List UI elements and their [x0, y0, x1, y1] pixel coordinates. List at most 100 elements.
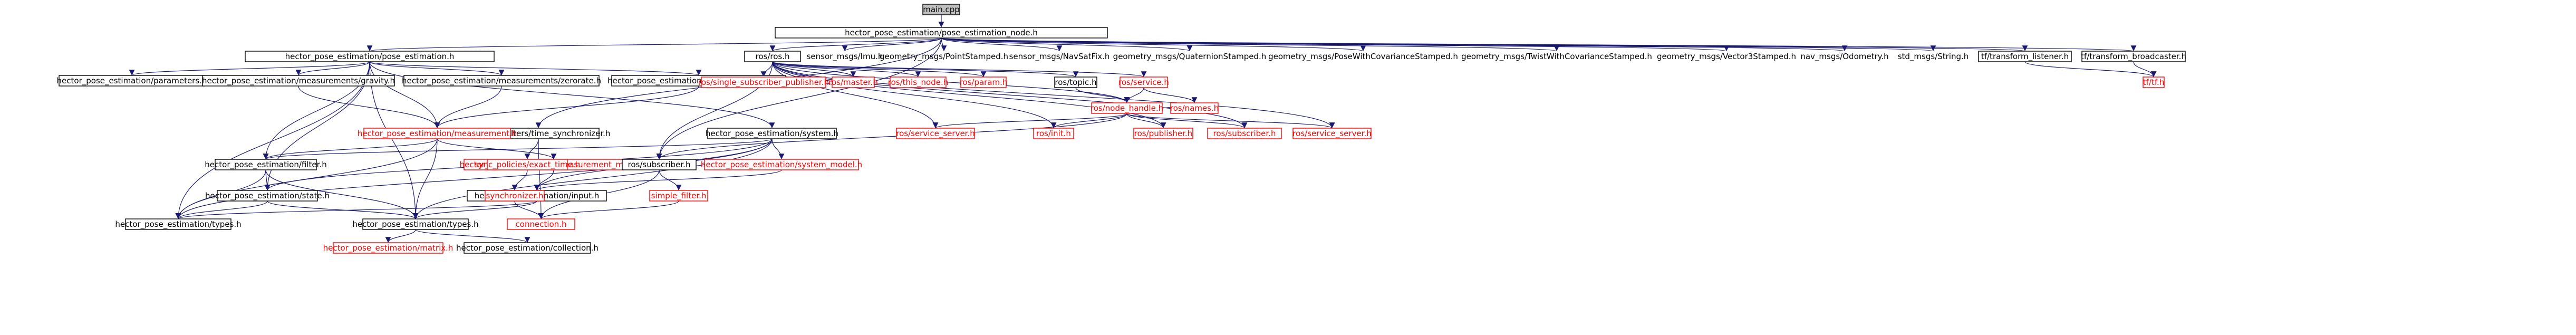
- node-main[interactable]: main.cpp: [922, 4, 960, 15]
- edge-system-to-sysmodel: [771, 138, 785, 160]
- edge-pe-to-typesA: [175, 61, 370, 219]
- node-publisher[interactable]: ros/publisher.h: [1133, 128, 1193, 139]
- node-box: [487, 159, 568, 170]
- node-nodehandle[interactable]: ros/node_handle.h: [1091, 102, 1163, 114]
- node-node[interactable]: hector_pose_estimation/pose_estimation_n…: [775, 27, 1108, 39]
- node-string[interactable]: std_msgs/String.h: [1896, 51, 1970, 62]
- node-system[interactable]: hector_pose_estimation/system.h: [706, 128, 838, 139]
- node-twistcov[interactable]: geometry_msgs/TwistWithCovarianceStamped…: [1461, 51, 1652, 62]
- node-initH[interactable]: ros/init.h: [1033, 128, 1074, 139]
- edge-nodehandle-to-subscriberB: [1126, 113, 1248, 129]
- node-vec3[interactable]: geometry_msgs/Vector3Stamped.h: [1657, 51, 1796, 62]
- node-state[interactable]: hector_pose_estimation/state.h: [205, 190, 330, 202]
- edge-tflist-to-tfh: [2024, 61, 2157, 78]
- node-thisnode[interactable]: ros/this_node.h: [888, 76, 948, 88]
- node-label: sensor_msgs/NavSatFix.h: [1009, 52, 1110, 62]
- node-filter[interactable]: hector_pose_estimation/filter.h: [205, 159, 327, 170]
- node-label: hector_pose_estimation/measurement.h: [358, 129, 517, 139]
- node-box: [363, 128, 511, 139]
- node-tflist[interactable]: tf/transform_listener.h: [1978, 51, 2072, 62]
- node-tfh[interactable]: tf/tf.h: [2143, 76, 2165, 88]
- node-box: [464, 242, 591, 254]
- edge-rosh-to-param: [772, 61, 987, 78]
- edge-pe-to-rate: [369, 61, 701, 76]
- node-box: [1133, 128, 1193, 139]
- node-pointst[interactable]: geometry_msgs/PointStamped.h: [880, 51, 1008, 62]
- edge-gravity-to-meas: [298, 85, 440, 129]
- node-pe[interactable]: hector_pose_estimation/pose_estimation.h: [245, 51, 495, 62]
- node-quat[interactable]: geometry_msgs/QuaternionStamped.h: [1113, 51, 1267, 62]
- node-label: ros/publisher.h: [1134, 129, 1192, 138]
- node-tfbr[interactable]: tf/transform_broadcaster.h: [2081, 51, 2186, 62]
- node-odom[interactable]: nav_msgs/Odometry.h: [1800, 51, 1888, 62]
- file-nodes: main.cpp hector_pose_estimation/pose_esti…: [57, 4, 2186, 254]
- edge-pe-to-gravity: [295, 61, 370, 76]
- node-label: geometry_msgs/QuaternionStamped.h: [1113, 52, 1267, 62]
- node-connection[interactable]: connection.h: [507, 218, 575, 230]
- edge-system-to-typesB: [412, 138, 773, 219]
- edge-service-to-nodehandle: [1124, 87, 1144, 103]
- edge-nodehandle-to-subscriberA: [656, 113, 1127, 160]
- edge-rosh-to-servserver2: [772, 61, 1335, 129]
- edge-tfbr-to-tfh: [2133, 61, 2157, 78]
- node-subscriberB[interactable]: ros/subscriber.h: [1207, 128, 1282, 139]
- node-param[interactable]: ros/param.h: [960, 76, 1008, 88]
- edge-meas-to-measmodel: [437, 138, 557, 160]
- node-label: nav_msgs/Odometry.h: [1800, 52, 1888, 62]
- node-collection[interactable]: hector_pose_estimation/collection.h: [456, 242, 599, 254]
- edge-system-to-filter: [263, 138, 773, 160]
- edge-state-to-typesB: [267, 200, 419, 219]
- node-names[interactable]: ros/names.h: [1170, 102, 1219, 114]
- node-box: [217, 190, 318, 202]
- edge-rosh-to-initH: [772, 61, 1057, 129]
- node-rosh[interactable]: ros/ros.h: [744, 51, 801, 62]
- node-synchronizer[interactable]: synchronizer.h: [485, 190, 545, 202]
- node-servserver[interactable]: ros/service_server.h: [896, 128, 975, 139]
- edge-node-to-tfbr: [941, 37, 2136, 52]
- node-navsat[interactable]: sensor_msgs/NavSatFix.h: [1009, 51, 1110, 62]
- node-servserver2[interactable]: ros/service_server.h: [1292, 128, 1372, 139]
- node-label: geometry_msgs/PointStamped.h: [880, 52, 1008, 62]
- node-label: tf/transform_listener.h: [1981, 52, 2069, 62]
- node-label: ros/subscriber.h: [1213, 129, 1276, 138]
- node-meas[interactable]: hector_pose_estimation/measurement.h: [358, 128, 517, 139]
- node-topic[interactable]: ros/topic.h: [1054, 76, 1097, 88]
- node-label: hector_pose_estimation/pose_estimation.h: [285, 52, 455, 62]
- node-params[interactable]: hector_pose_estimation/parameters.h: [57, 75, 207, 87]
- edge-rosh-to-master: [772, 61, 856, 78]
- node-zerorate[interactable]: hector_pose_estimation/measurements/zero…: [402, 75, 601, 87]
- node-box: [622, 159, 697, 170]
- node-master[interactable]: ros/master.h: [828, 76, 878, 88]
- edge-synchronizer-to-connection: [514, 200, 544, 219]
- node-label: hector_pose_estimation/pose_estimation_n…: [845, 28, 1038, 38]
- node-exacttime[interactable]: sync_policies/exact_time.h: [475, 159, 580, 170]
- dependency-edges: [129, 15, 2157, 243]
- node-label: hector_pose_estimation/system.h: [706, 129, 838, 139]
- edge-pe-to-zerorate: [369, 61, 505, 76]
- node-label: sync_policies/exact_time.h: [475, 160, 580, 170]
- node-typesB[interactable]: hector_pose_estimation/types.h: [352, 218, 479, 230]
- node-posecov[interactable]: geometry_msgs/PoseWithCovarianceStamped.…: [1268, 51, 1458, 62]
- node-subscriberA[interactable]: ros/subscriber.h: [622, 159, 697, 170]
- node-box: [245, 51, 495, 62]
- node-box: [707, 128, 837, 139]
- node-sysmodel[interactable]: hector_pose_estimation/system_model.h: [701, 159, 862, 170]
- node-service[interactable]: ros/service.h: [1118, 76, 1169, 88]
- node-singlepub[interactable]: ros/single_subscriber_publisher.h: [698, 76, 829, 88]
- node-box: [832, 76, 875, 88]
- edge-typesB-to-collection: [415, 229, 530, 243]
- node-simplefilter[interactable]: simple_filter.h: [649, 190, 708, 202]
- node-box: [649, 190, 708, 202]
- node-box: [744, 51, 801, 62]
- node-label: geometry_msgs/Vector3Stamped.h: [1657, 52, 1796, 62]
- edge-node-to-twistcov: [941, 37, 1559, 52]
- node-typesA[interactable]: hector_pose_estimation/types.h: [115, 218, 242, 230]
- edge-rosh-to-topic: [772, 61, 1078, 78]
- node-label: hector_pose_estimation/state.h: [205, 191, 330, 201]
- node-imu[interactable]: sensor_msgs/Imu.h: [807, 51, 883, 62]
- node-box: [362, 218, 469, 230]
- node-matrix[interactable]: hector_pose_estimation/matrix.h: [323, 242, 454, 254]
- node-gravity[interactable]: hector_pose_estimation/measurements/grav…: [202, 75, 395, 87]
- edge-pe-to-typesB: [369, 61, 419, 219]
